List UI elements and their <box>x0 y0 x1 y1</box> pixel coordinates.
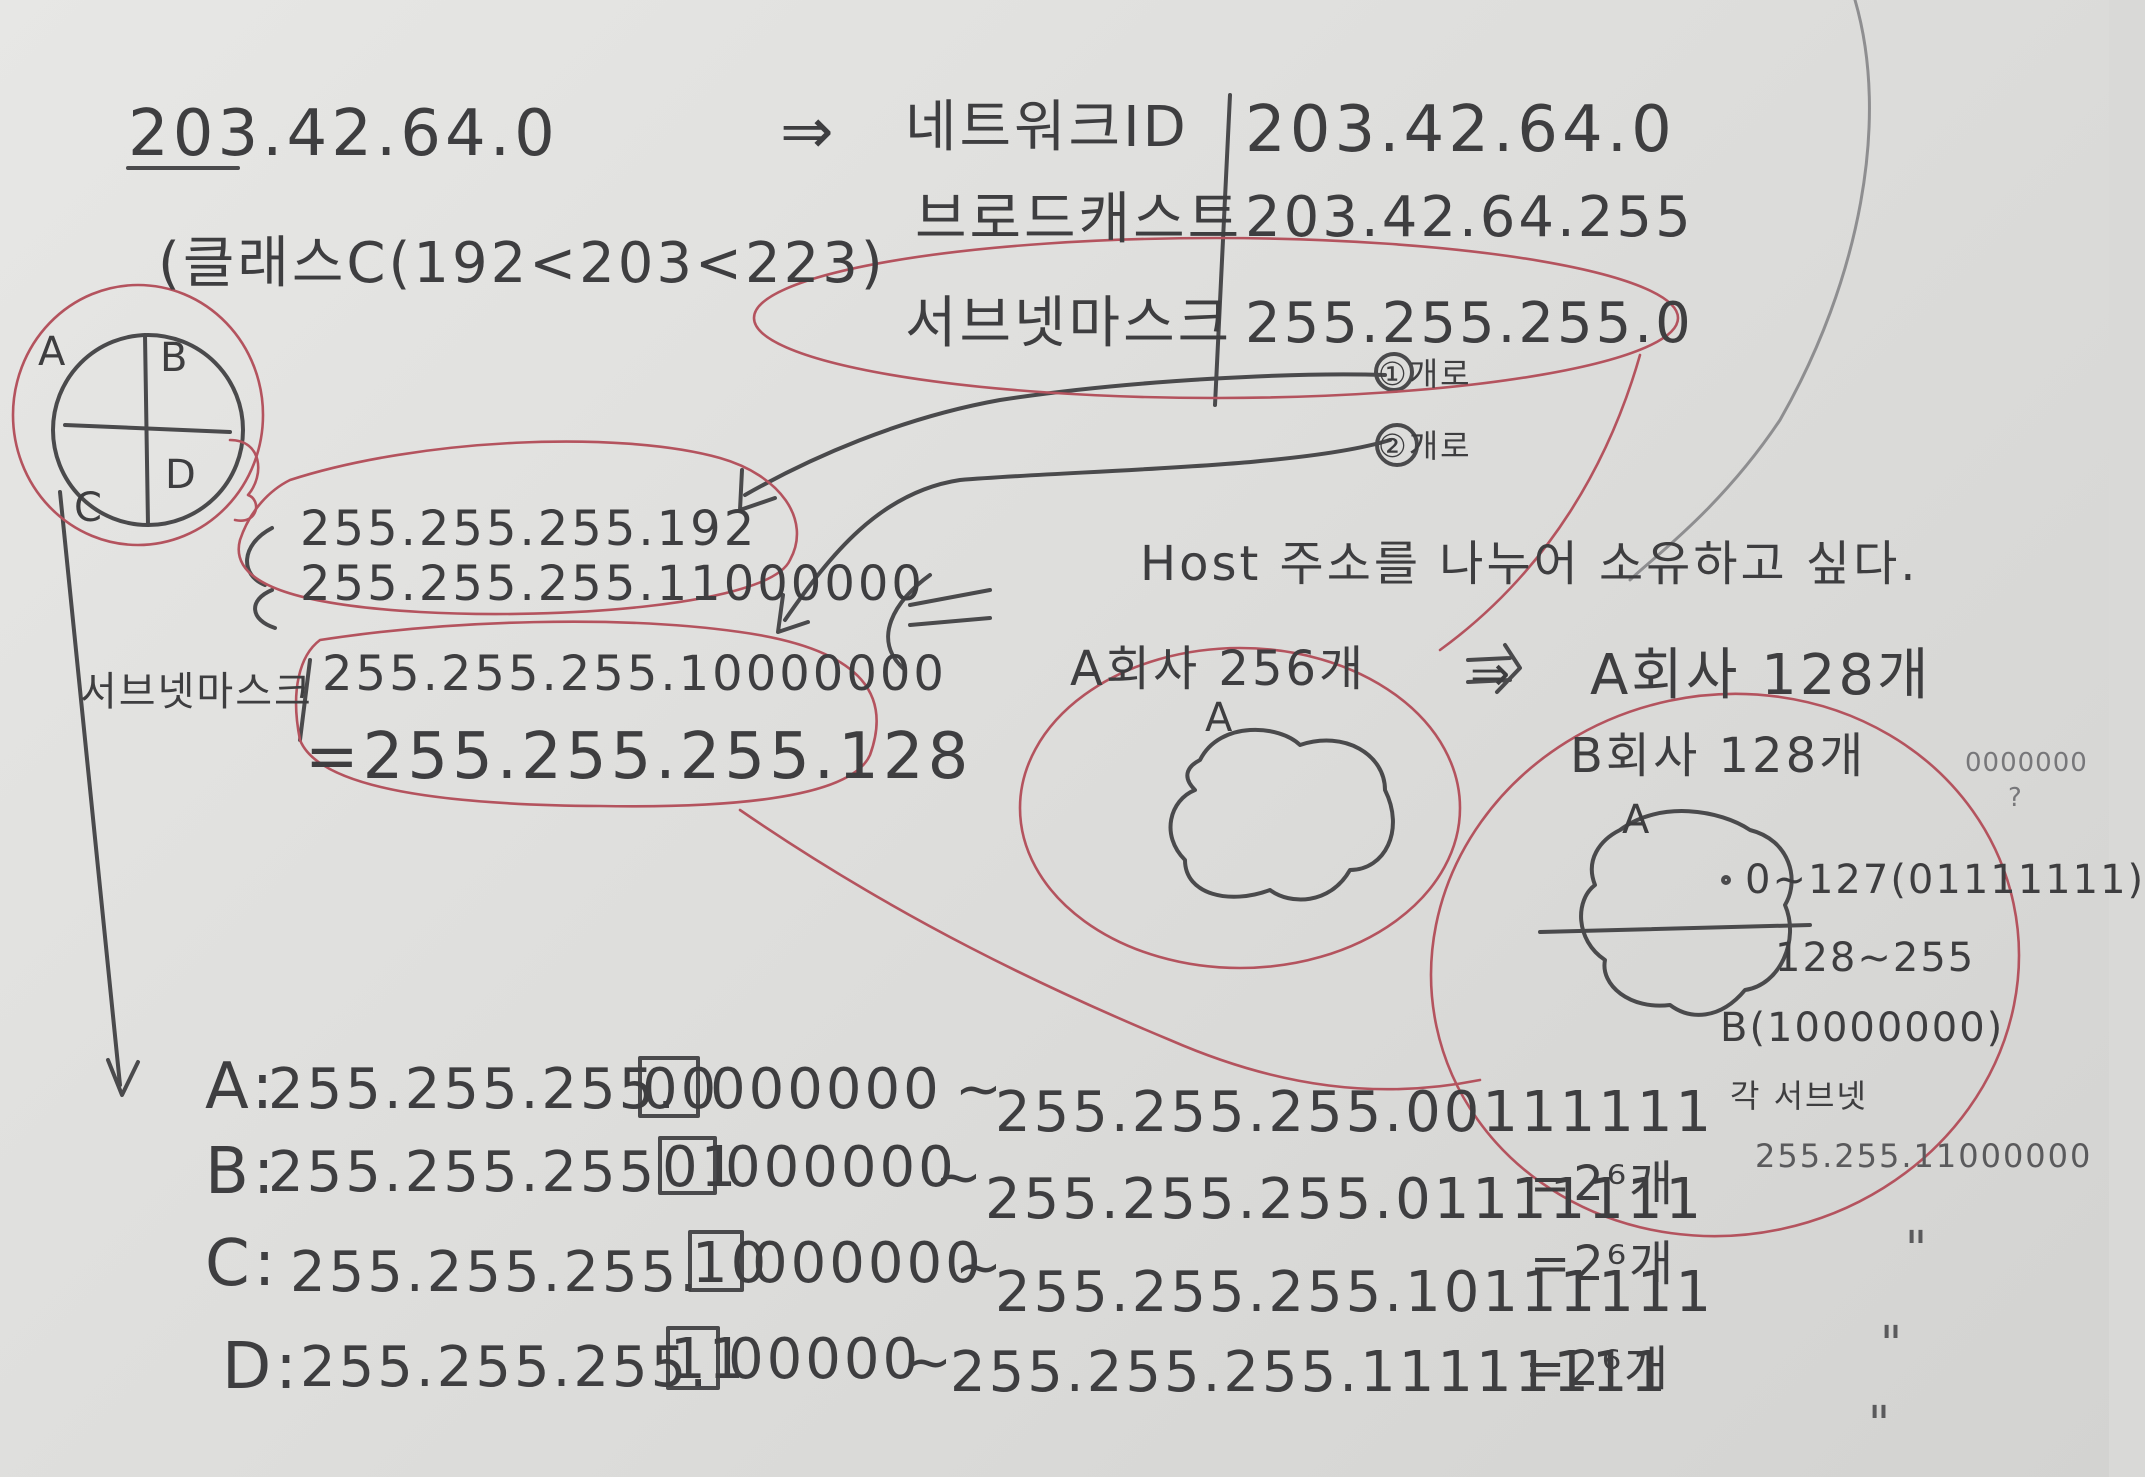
subnet-b-tilde: ~ <box>935 1145 985 1210</box>
red-line-mask-to-host <box>1438 353 1642 652</box>
faint-zeros: 0000000 <box>1965 748 2088 778</box>
table-label-network-id: 네트워크ID <box>905 95 1189 160</box>
bits-box-c <box>688 1230 744 1292</box>
split-line <box>1538 923 1812 934</box>
subnet-b-rest: 000000 <box>725 1135 957 1200</box>
b-label: B(10000000) <box>1720 1005 2005 1051</box>
subnet-d-rest: 00000 <box>728 1327 922 1392</box>
arrow-two-to-128 <box>776 438 1392 634</box>
table-value-subnet-mask: 255.255.255.0 <box>1245 291 1694 356</box>
subnet-b-start: 255.255.255 <box>268 1140 658 1205</box>
red-oval-192 <box>237 440 799 616</box>
side-mask: 255.255.11000000 <box>1755 1137 2093 1175</box>
subnet-a-bits: 00 <box>642 1057 720 1122</box>
table-label-subnet-mask: 서브넷마스크 <box>905 291 1233 356</box>
red-circle-company-a <box>1018 646 1462 970</box>
range-b: 128~255 <box>1775 935 1976 981</box>
long-arrow-to-subnets <box>58 490 140 1097</box>
mask-brace-192 <box>245 526 277 630</box>
num2-circle <box>1375 423 1419 467</box>
split-a-label: A <box>1622 797 1652 843</box>
table-value-network-id: 203.42.64.0 <box>1245 93 1676 167</box>
double-arrow-right <box>1466 643 1522 694</box>
subnet-c-bits: 10 <box>692 1231 770 1296</box>
count-one: ①개로 <box>1378 355 1472 393</box>
subnet-a-start: 255.255.255. <box>268 1057 679 1122</box>
mask-192-decimal: 255.255.255.192 <box>300 501 758 557</box>
mask-192-binary: 255.255.255.11000000 <box>300 556 925 612</box>
subnet-a-rest: 000000 <box>710 1057 942 1122</box>
subnet-d-end: 255.255.255.11111111 <box>950 1340 1670 1405</box>
company-a-256: A회사 256개 <box>1070 641 1367 697</box>
mask-bracket-128 <box>298 658 312 742</box>
cloud-a-label: A <box>1205 695 1235 741</box>
subnet-a-end: 255.255.255.00111111 <box>995 1080 1715 1145</box>
ditto-3: " <box>1868 1396 1894 1452</box>
quadrant-label-c: C <box>74 485 104 531</box>
subnet-b-bits: 01 <box>662 1135 740 1200</box>
mask-128-binary: 255.255.255.10000000 <box>322 646 947 702</box>
quadrant-label-b: B <box>160 335 190 381</box>
faint-curve <box>1628 0 1871 582</box>
subnet-b-label: B: <box>205 1135 279 1209</box>
subnet-c-label: C: <box>205 1227 280 1301</box>
ditto-1: " <box>1905 1221 1931 1277</box>
subnet-b-end: 255.255.255.01111111 <box>985 1167 1705 1232</box>
company-b-128: B회사 128개 <box>1570 728 1867 784</box>
table-value-broadcast: 203.42.64.255 <box>1245 185 1694 250</box>
cloud-ab <box>1579 809 1794 1017</box>
subnet-c-end: 255.255.255.10111111 <box>995 1260 1715 1325</box>
mask-128-decimal: =255.255.255.128 <box>305 720 973 794</box>
red-oval-128 <box>294 620 878 808</box>
each-subnet: 각 서브넷 <box>1730 1077 1868 1115</box>
bits-box-a <box>638 1056 700 1118</box>
red-oval-mask <box>752 236 1680 400</box>
red-circle-ab <box>1429 692 2021 1238</box>
ip-address: 203.42.64.0 <box>128 97 559 171</box>
quad-hline <box>63 423 232 434</box>
dot <box>1721 875 1731 885</box>
subnet-b-count: =2⁶개 <box>1530 1156 1677 1212</box>
bits-box-d <box>666 1326 720 1390</box>
subnet-mask-label: 서브넷마스크 <box>80 669 313 715</box>
subnet-c-rest: 000000 <box>752 1231 984 1296</box>
table-label-broadcast: 브로드캐스트 <box>915 187 1243 252</box>
quadrant-label-d: D <box>165 452 198 498</box>
subnet-c-tilde: ~ <box>955 1235 1005 1300</box>
subnet-d-bits: 11 <box>670 1327 748 1392</box>
num1-circle <box>1374 352 1414 392</box>
class-note: (클래스C(192<203<223) <box>158 231 886 296</box>
ditto-2: " <box>1880 1316 1906 1372</box>
quadrant-label-a: A <box>38 329 68 375</box>
subnet-a-label: A: <box>205 1050 278 1124</box>
subnet-d-start: 255.255.255. <box>300 1335 711 1400</box>
host-note: Host 주소를 나누어 소유하고 싶다. <box>1140 536 1919 592</box>
range-a: 0~127(01111111) <box>1745 857 2145 903</box>
bits-box-b <box>658 1136 717 1195</box>
subnet-c-count: =2⁶개 <box>1530 1236 1677 1292</box>
company-a-128: A회사 128개 <box>1590 643 1932 708</box>
company-arrow-icon: ⇒ <box>1470 646 1514 702</box>
red-long-curve <box>738 808 1482 1091</box>
subnet-c-start: 255.255.255. <box>290 1240 701 1305</box>
count-two: ②개로 <box>1378 427 1472 465</box>
double-arrow-left <box>886 573 992 672</box>
subnet-d-label: D: <box>222 1330 301 1404</box>
red-circle-quadrant <box>11 283 265 547</box>
arrow-one-to-192 <box>738 372 1387 512</box>
red-squiggle-quadrant <box>228 438 260 522</box>
subnet-d-tilde: ~ <box>905 1330 955 1395</box>
subnet-a-tilde: ~ <box>955 1057 1005 1122</box>
cloud-a <box>1168 727 1395 902</box>
arrow-icon: ⇒ <box>780 95 838 169</box>
faint-question: ? <box>2008 783 2023 813</box>
subnet-d-count: =2⁶개 <box>1525 1341 1672 1397</box>
table-divider <box>1213 93 1232 407</box>
